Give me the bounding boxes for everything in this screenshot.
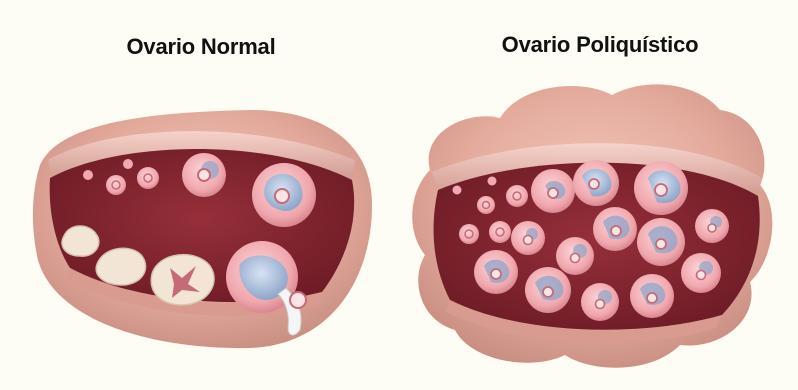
ovarian-cyst [634,161,688,215]
primary-follicle [489,221,511,243]
ovarian-cyst [637,218,685,266]
primary-follicle [477,196,495,214]
ovarian-cyst [474,250,518,294]
primary-follicle [459,224,479,244]
ovarian-cyst [593,207,637,251]
ovarian-cyst [531,169,575,213]
ovarian-cyst [581,283,619,321]
ovarian-cyst [511,221,545,255]
ovarian-cyst [573,160,619,206]
polycystic-ovary [412,84,772,367]
ovarian-cyst [556,237,594,275]
ovarian-cyst [695,209,729,243]
antral-follicle [252,163,316,227]
secondary-follicle [182,153,226,197]
corpus-luteum [151,255,214,305]
normal-ovary [33,110,372,348]
corpus-albicans [62,226,99,256]
corpus-albicans [96,248,145,285]
ovarian-cyst [630,274,674,318]
ovarian-cyst [525,267,571,313]
primary-follicle [506,185,528,207]
primary-follicle [106,175,126,195]
ovarian-cyst [681,253,721,293]
primary-follicle [137,167,159,189]
